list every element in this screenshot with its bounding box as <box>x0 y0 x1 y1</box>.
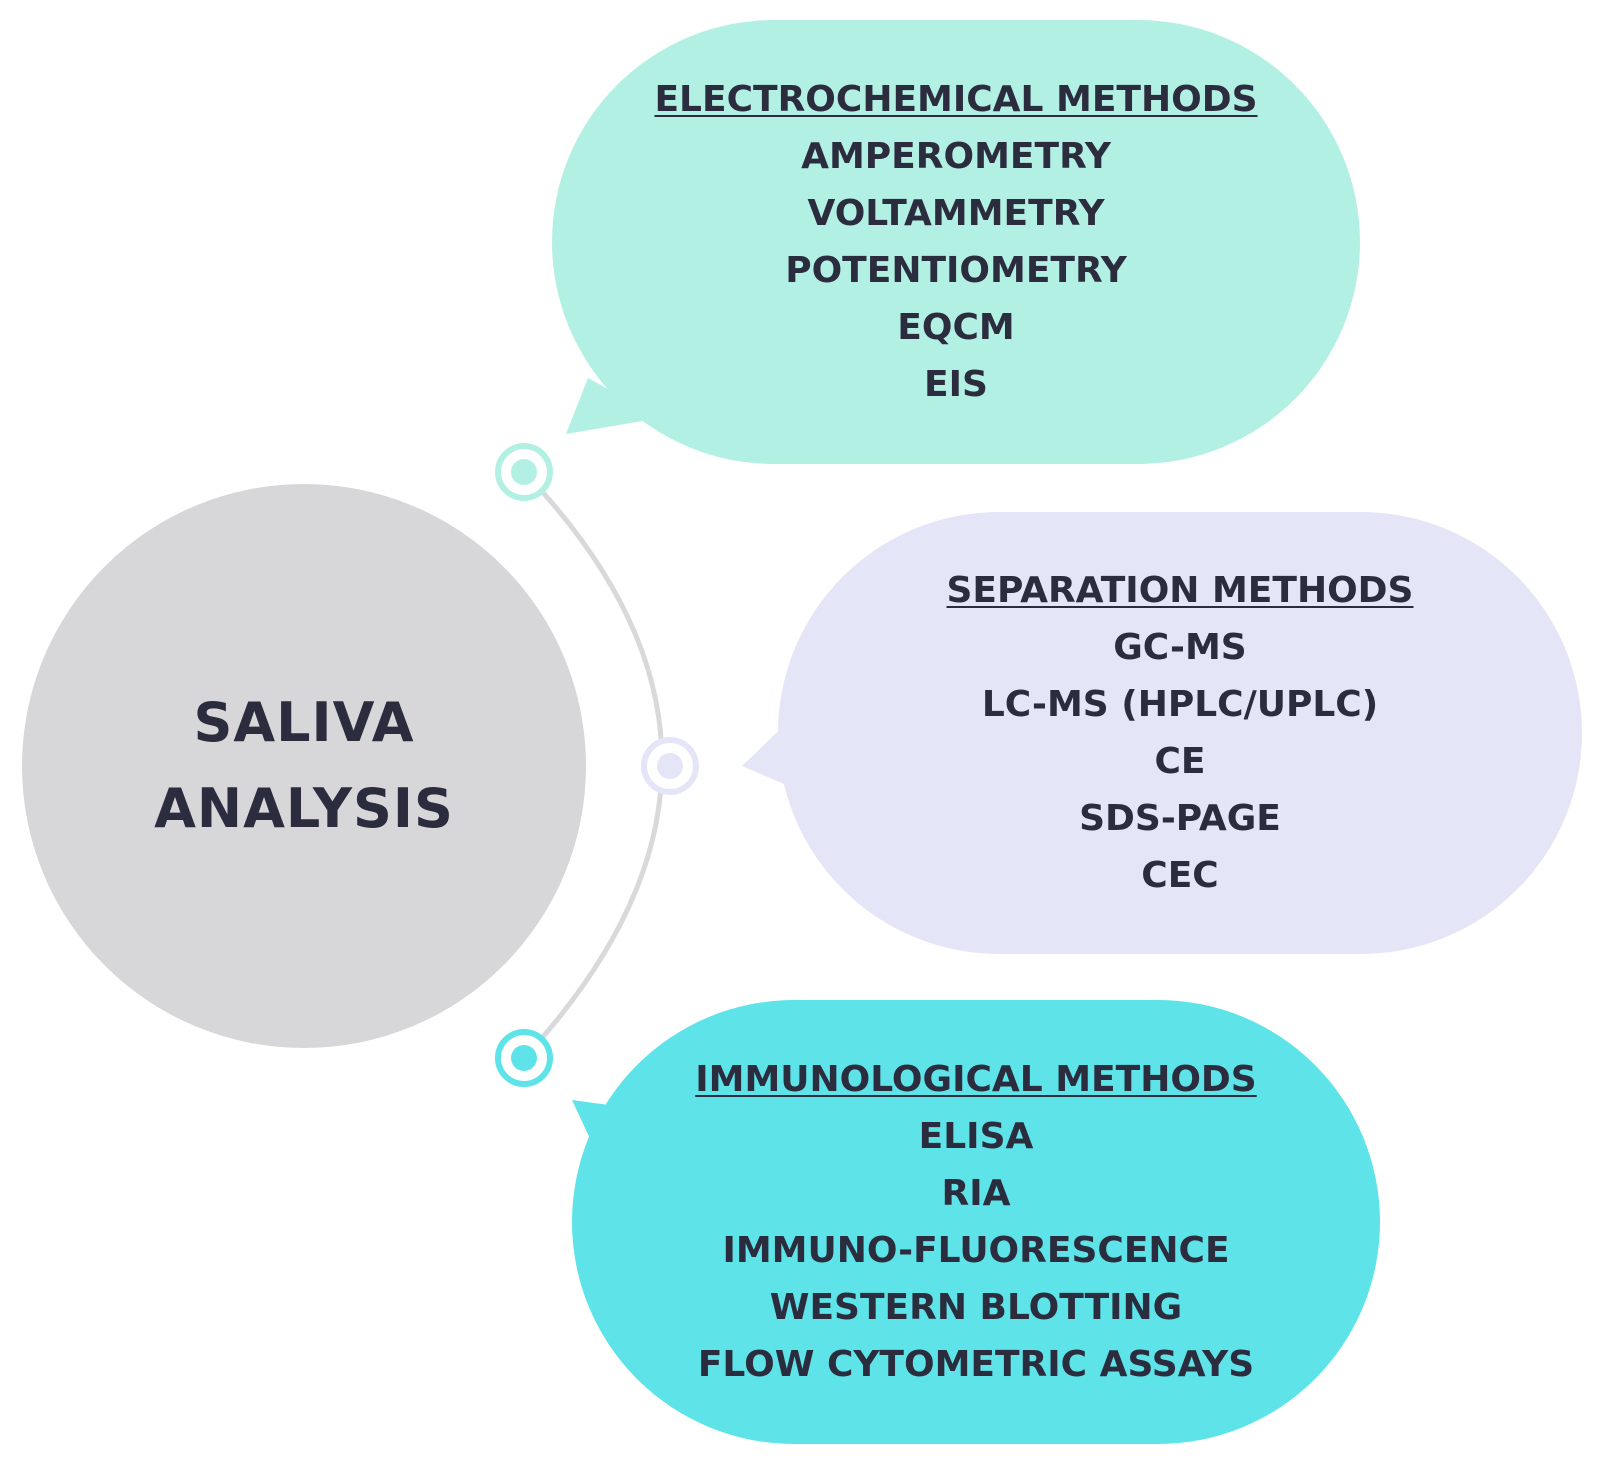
method-item: ELISA <box>918 1116 1034 1157</box>
method-item: EQCM <box>897 307 1015 348</box>
immunological-methods-title: IMMUNOLOGICAL METHODS <box>695 1059 1257 1100</box>
method-item: FLOW CYTOMETRIC ASSAYS <box>697 1344 1255 1385</box>
saliva-analysis-circle: SALIVA ANALYSIS <box>22 484 586 1048</box>
immunological-node <box>495 1029 553 1087</box>
method-item: VOLTAMMETRY <box>807 193 1105 234</box>
method-item: SDS-PAGE <box>1079 798 1281 839</box>
separation-node <box>641 737 699 795</box>
method-item: CE <box>1154 741 1206 782</box>
method-item: CEC <box>1141 855 1219 896</box>
electrochemical-node <box>495 443 553 501</box>
method-item: GC-MS <box>1113 627 1247 668</box>
method-item: AMPEROMETRY <box>801 136 1111 177</box>
center-title-line-2: ANALYSIS <box>154 777 454 840</box>
method-item: POTENTIOMETRY <box>785 250 1127 291</box>
method-item: LC-MS (HPLC/UPLC) <box>981 684 1379 725</box>
electrochemical-methods-title: ELECTROCHEMICAL METHODS <box>654 79 1258 120</box>
immunological-methods-bubble: IMMUNOLOGICAL METHODS ELISA RIA IMMUNO-F… <box>572 1000 1380 1444</box>
electrochemical-methods-bubble: ELECTROCHEMICAL METHODS AMPEROMETRY VOLT… <box>552 20 1360 464</box>
electrochemical-bubble-tail <box>566 378 660 434</box>
separation-methods-title: SEPARATION METHODS <box>946 570 1414 611</box>
method-item: IMMUNO-FLUORESCENCE <box>722 1230 1230 1271</box>
separation-methods-bubble: SEPARATION METHODS GC-MS LC-MS (HPLC/UPL… <box>778 512 1582 954</box>
method-item: WESTERN BLOTTING <box>769 1287 1183 1328</box>
center-title-line-1: SALIVA <box>193 691 415 754</box>
method-item: EIS <box>924 364 988 405</box>
method-item: RIA <box>941 1173 1011 1214</box>
